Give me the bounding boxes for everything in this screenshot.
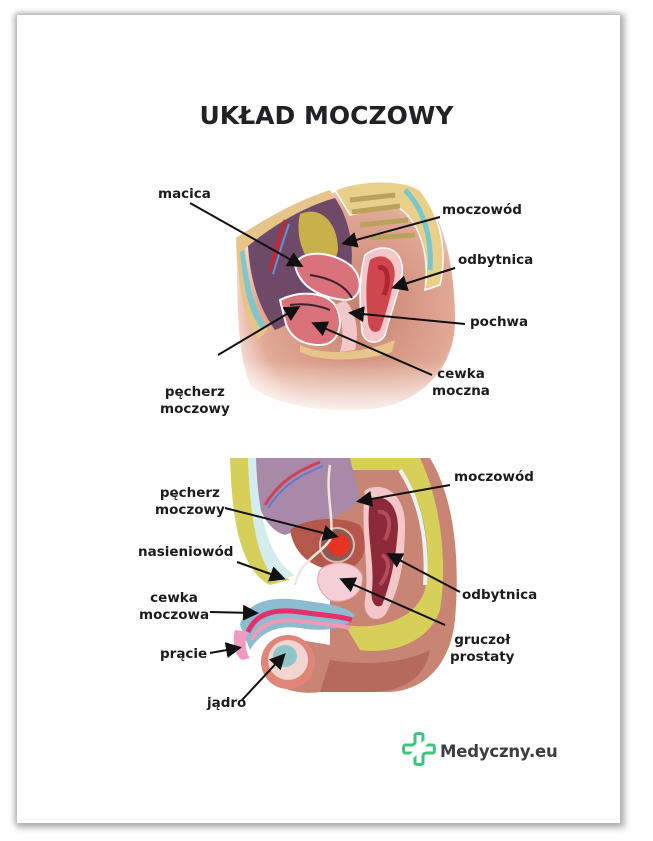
medical-cross-icon — [402, 732, 436, 771]
arrow-cewka-moczna — [311, 321, 433, 376]
label-jadro: jądro — [207, 695, 247, 711]
label-line: moczowa — [139, 607, 210, 623]
label-moczowod-male: moczowód — [454, 469, 534, 485]
label-line: cewka — [150, 590, 198, 606]
label-line: gruczoł — [454, 632, 511, 648]
label-odbytnica-male: odbytnica — [462, 587, 538, 603]
label-line: moczowy — [155, 502, 225, 518]
label-line: moczowy — [160, 401, 230, 417]
label-pochwa: pochwa — [470, 314, 529, 330]
label-pracie: prącie — [160, 646, 208, 662]
label-pecherz-female: pęcherz moczowy — [160, 384, 230, 418]
arrow-pochwa — [348, 306, 466, 325]
brand-logo[interactable]: Medyczny.eu — [402, 732, 558, 771]
label-cewka-moczowa: cewka moczowa — [139, 590, 209, 624]
label-cewka-moczna: cewka moczna — [432, 366, 490, 400]
label-macica: macica — [158, 186, 211, 202]
arrow-pecherz-m — [224, 507, 339, 541]
label-pecherz-male: pęcherz moczowy — [155, 485, 225, 519]
label-moczowod-female: moczowód — [442, 202, 522, 218]
arrow-gruczol — [339, 577, 446, 626]
label-line: moczna — [432, 383, 490, 399]
arrow-macica — [189, 202, 304, 267]
label-line: pęcherz — [164, 384, 225, 400]
arrow-moczowod-m — [356, 484, 451, 507]
label-line: prostaty — [450, 649, 515, 665]
arrow-pecherz-f — [217, 305, 301, 356]
arrow-odbytnica-m — [386, 553, 461, 593]
label-nasieniowod: nasieniowód — [138, 544, 234, 560]
arrow-pracie — [209, 642, 242, 658]
label-odbytnica-female: odbytnica — [458, 252, 534, 268]
brand-name: Medyczny.eu — [440, 742, 558, 761]
arrow-nasieniowod — [236, 561, 286, 582]
label-gruczol-prostaty: gruczoł prostaty — [450, 632, 514, 666]
arrow-jadro — [241, 653, 286, 701]
arrow-moczowod-f — [341, 216, 441, 248]
page-title: UKŁAD MOCZOWY — [199, 101, 454, 130]
label-line: cewka — [437, 366, 485, 382]
arrow-odbytnica-f — [391, 267, 456, 292]
label-line: pęcherz — [159, 485, 220, 501]
arrow-cewka-moczowa — [209, 604, 259, 621]
